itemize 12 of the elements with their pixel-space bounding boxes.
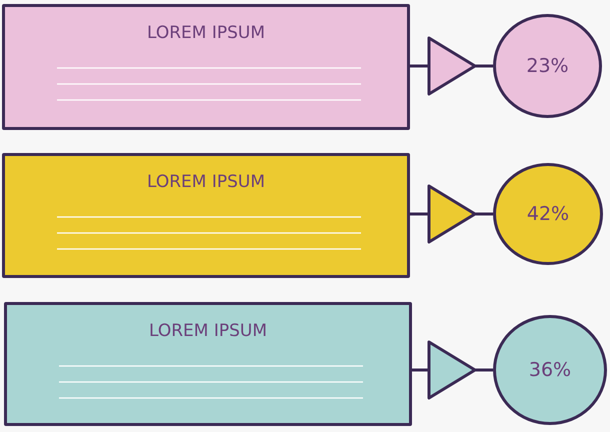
panel-heading: LOREM IPSUM [146, 172, 266, 192]
text-panel [2, 4, 410, 130]
percentage-value: 42% [526, 203, 570, 225]
text-panel [4, 302, 412, 426]
panel-heading: LOREM IPSUM [148, 321, 268, 341]
percentage-value: 23% [525, 55, 570, 77]
triangle-arrow [412, 340, 493, 400]
text-panel [2, 153, 410, 278]
triangle-arrow [410, 184, 493, 244]
percentage-value: 36% [528, 359, 572, 381]
triangle-arrow [410, 36, 493, 96]
panel-heading: LOREM IPSUM [146, 23, 266, 43]
